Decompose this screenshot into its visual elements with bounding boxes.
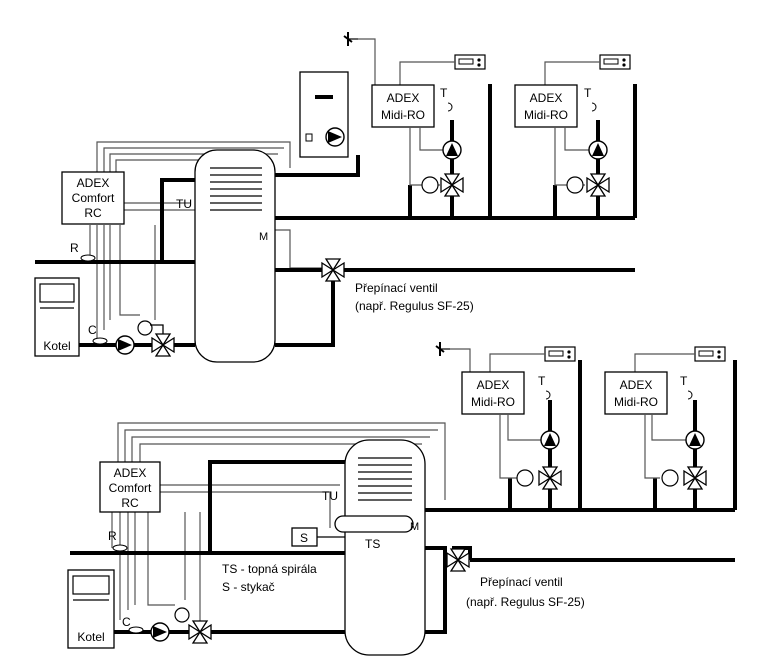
svg-text:Midi-RO: Midi-RO bbox=[381, 108, 425, 122]
room-thermostat-icon bbox=[694, 346, 726, 362]
pump-icon bbox=[150, 622, 170, 642]
valve-label-bottom: Přepínací ventil bbox=[480, 575, 563, 589]
boiler-label-top: Kotel bbox=[43, 339, 70, 353]
mixing-valve-icon bbox=[151, 333, 175, 357]
pump-icon bbox=[325, 127, 345, 147]
svg-text:Midi-RO: Midi-RO bbox=[471, 395, 515, 409]
legend-s: S - stykač bbox=[222, 580, 275, 594]
outdoor-sensor-icon bbox=[435, 341, 451, 357]
boiler-label-bottom: Kotel bbox=[77, 630, 104, 644]
sensor-m-label: M bbox=[259, 231, 268, 243]
svg-text:ADEX: ADEX bbox=[114, 466, 147, 480]
svg-text:ADEX: ADEX bbox=[530, 91, 563, 105]
pump-icon bbox=[685, 430, 705, 450]
svg-text:Comfort: Comfort bbox=[109, 481, 152, 495]
room-thermostat-icon bbox=[454, 54, 486, 70]
pump-icon bbox=[540, 430, 560, 450]
sensor-tu-label: TU bbox=[176, 197, 192, 211]
outdoor-sensor-icon bbox=[343, 31, 359, 47]
heating-coil-label: TS bbox=[365, 537, 380, 551]
svg-text:T: T bbox=[440, 86, 448, 100]
svg-text:T: T bbox=[584, 86, 592, 100]
sensor-c-label: C bbox=[122, 615, 131, 629]
svg-text:T: T bbox=[680, 374, 688, 388]
mixing-valve-icon bbox=[538, 466, 562, 490]
room-thermostat-icon bbox=[544, 346, 576, 362]
adex-comfort-rc-bottom bbox=[99, 461, 161, 513]
svg-text:ADEX: ADEX bbox=[387, 91, 420, 105]
sensor-c-label: C bbox=[88, 323, 97, 337]
sensor-r-label: R bbox=[70, 241, 79, 255]
mixing-valve-icon bbox=[586, 173, 610, 197]
room-thermostat-icon bbox=[599, 54, 631, 70]
svg-text:Midi-RO: Midi-RO bbox=[524, 108, 568, 122]
top-schematic: Kotel ADEX Comfort RC R C TU M Přepínací… bbox=[34, 31, 637, 363]
sensor-tu-label: TU bbox=[322, 489, 338, 503]
heating-coil bbox=[334, 515, 414, 533]
svg-text:Midi-RO: Midi-RO bbox=[614, 395, 658, 409]
pump-icon bbox=[115, 335, 135, 355]
svg-text:ADEX: ADEX bbox=[77, 176, 110, 190]
legend-ts: TS - topná spirála bbox=[222, 562, 317, 576]
valve-label-top: Přepínací ventil bbox=[355, 281, 438, 295]
svg-text:RC: RC bbox=[84, 206, 102, 220]
adex-midi-ro-zone2-top bbox=[514, 84, 578, 128]
valve-model-bottom: (např. Regulus SF-25) bbox=[466, 595, 585, 609]
svg-text:ADEX: ADEX bbox=[620, 378, 653, 392]
svg-text:T: T bbox=[538, 374, 546, 388]
mixing-valve-icon bbox=[440, 173, 464, 197]
svg-text:Comfort: Comfort bbox=[72, 191, 115, 205]
mixing-valve-icon bbox=[683, 466, 707, 490]
pump-icon bbox=[442, 140, 462, 160]
valve-model-top: (např. Regulus SF-25) bbox=[355, 299, 474, 313]
sensor-m-label: M bbox=[410, 521, 419, 533]
svg-text:RC: RC bbox=[121, 496, 139, 510]
adex-comfort-rc-top bbox=[61, 171, 125, 225]
adex-midi-ro-zone1-bottom bbox=[461, 371, 525, 415]
svg-text:S: S bbox=[300, 531, 308, 545]
mixing-valve-icon bbox=[188, 620, 212, 644]
svg-text:ADEX: ADEX bbox=[477, 378, 510, 392]
pump-icon bbox=[588, 140, 608, 160]
switching-valve-icon bbox=[446, 548, 470, 572]
switching-valve-icon bbox=[321, 258, 345, 282]
adex-midi-ro-zone1-top bbox=[371, 84, 435, 128]
storage-tank-bottom bbox=[344, 439, 426, 656]
sensor-r-label: R bbox=[108, 529, 117, 543]
adex-midi-ro-zone2-bottom bbox=[604, 371, 668, 415]
bottom-schematic: Kotel ADEX Comfort RC R C S TS - topná s… bbox=[67, 341, 737, 656]
